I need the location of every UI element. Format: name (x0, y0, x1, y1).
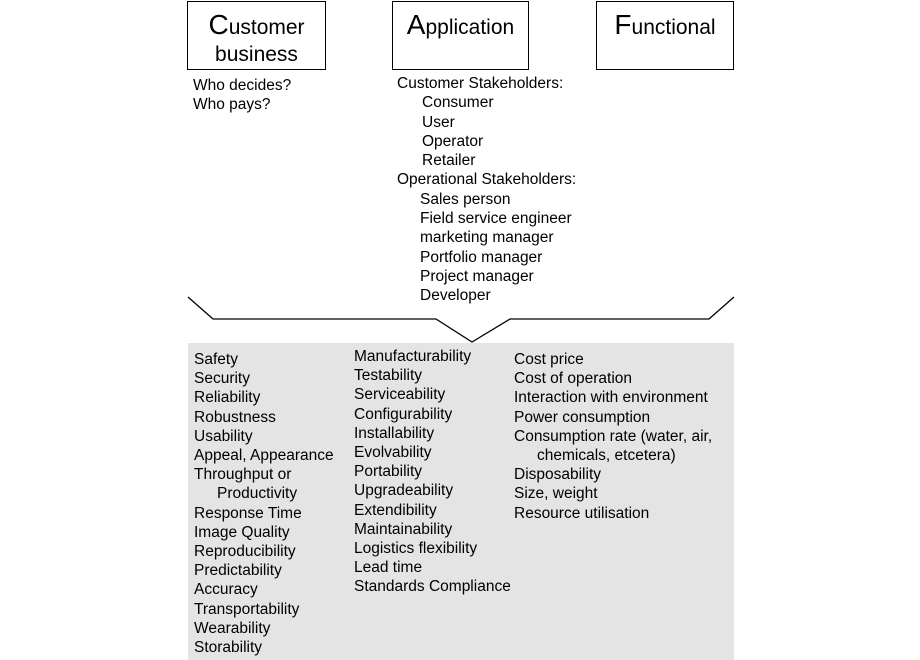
quality-item: Extendibility (354, 501, 437, 519)
quality-item: Evolvability (354, 444, 432, 462)
quality-item-continuation: Productivity (217, 485, 298, 503)
quality-item: Standards Compliance (354, 578, 511, 596)
functional-title-rest: unctional (631, 16, 716, 39)
quality-item: Logistics flexibility (354, 540, 478, 558)
quality-item: Wearability (194, 619, 271, 637)
quality-item: Installability (354, 424, 435, 442)
quality-item: Portability (354, 463, 423, 481)
stakeholder-item: Developer (420, 287, 491, 305)
quality-item: Disposability (514, 466, 602, 484)
quality-item: Testability (354, 367, 423, 385)
quality-item: Response Time (194, 504, 302, 522)
quality-item: Consumption rate (water, air, (514, 427, 713, 445)
functional-title: Functional (597, 8, 733, 42)
quality-item: Appeal, Appearance (194, 447, 334, 465)
stakeholder-list: Customer Stakeholders: Consumer User Ope… (397, 74, 576, 306)
quality-item: Serviceability (354, 386, 446, 404)
customer-title-rest: ustomer (228, 16, 305, 39)
customer-business-title: Customer (188, 8, 325, 42)
functional-box: Functional (596, 1, 734, 70)
functional-initial: F (614, 9, 632, 40)
stakeholder-item: Sales person (420, 190, 511, 208)
customer-stakeholders-header: Customer Stakeholders: (397, 75, 564, 92)
stakeholder-item: marketing manager (420, 229, 554, 247)
quality-item-continuation: chemicals, etcetera) (537, 447, 676, 465)
quality-item: Size, weight (514, 485, 598, 503)
stakeholder-item: Field service engineer (420, 210, 572, 228)
quality-item: Cost price (514, 351, 584, 368)
quality-item: Usability (194, 427, 253, 445)
stakeholder-item: Operator (422, 132, 484, 150)
quality-item: Transportability (194, 600, 300, 618)
question-item: Who decides? (193, 77, 292, 94)
stakeholder-item: Consumer (422, 94, 494, 112)
application-initial: A (406, 9, 426, 40)
application-box: Application (392, 1, 529, 70)
quality-item: Throughput or (194, 466, 292, 484)
application-title: Application (393, 8, 528, 42)
quality-item: Reproducibility (194, 543, 296, 561)
quality-item: Manufacturability (354, 348, 472, 365)
quality-item: Interaction with environment (514, 389, 708, 407)
quality-item: Accuracy (194, 581, 258, 599)
qualities-column-2: Manufacturability Testability Serviceabi… (354, 347, 511, 597)
quality-item: Reliability (194, 389, 261, 407)
quality-item: Predictability (194, 562, 282, 580)
quality-item: Safety (194, 351, 238, 368)
question-item: Who pays? (193, 96, 271, 114)
application-title-rest: pplication (425, 16, 515, 39)
customer-title-line2: business (215, 42, 298, 66)
stakeholder-item: Portfolio manager (420, 248, 543, 266)
quality-item: Security (194, 370, 250, 388)
qualities-column-3: Cost price Cost of operation Interaction… (514, 350, 712, 523)
brace-line (187, 296, 735, 343)
quality-item: Storability (194, 639, 263, 657)
quality-item: Resource utilisation (514, 504, 650, 522)
customer-questions: Who decides? Who pays? (193, 76, 291, 115)
quality-item: Robustness (194, 408, 276, 426)
stakeholder-item: Project manager (420, 267, 534, 285)
quality-item: Upgradeability (354, 482, 454, 500)
qualities-panel: Safety Security Reliability Robustness U… (188, 343, 734, 660)
quality-item: Power consumption (514, 408, 651, 426)
customer-business-box: Customer business (187, 1, 326, 70)
quality-item: Configurability (354, 405, 453, 423)
quality-item: Lead time (354, 559, 423, 577)
operational-stakeholders-header: Operational Stakeholders: (397, 171, 577, 189)
quality-item: Cost of operation (514, 370, 633, 388)
customer-initial: C (208, 9, 229, 40)
quality-item: Maintainability (354, 520, 453, 538)
qualities-column-1: Safety Security Reliability Robustness U… (194, 350, 334, 657)
stakeholder-item: Retailer (422, 152, 476, 170)
quality-item: Image Quality (194, 523, 290, 541)
stakeholder-item: User (422, 113, 455, 131)
